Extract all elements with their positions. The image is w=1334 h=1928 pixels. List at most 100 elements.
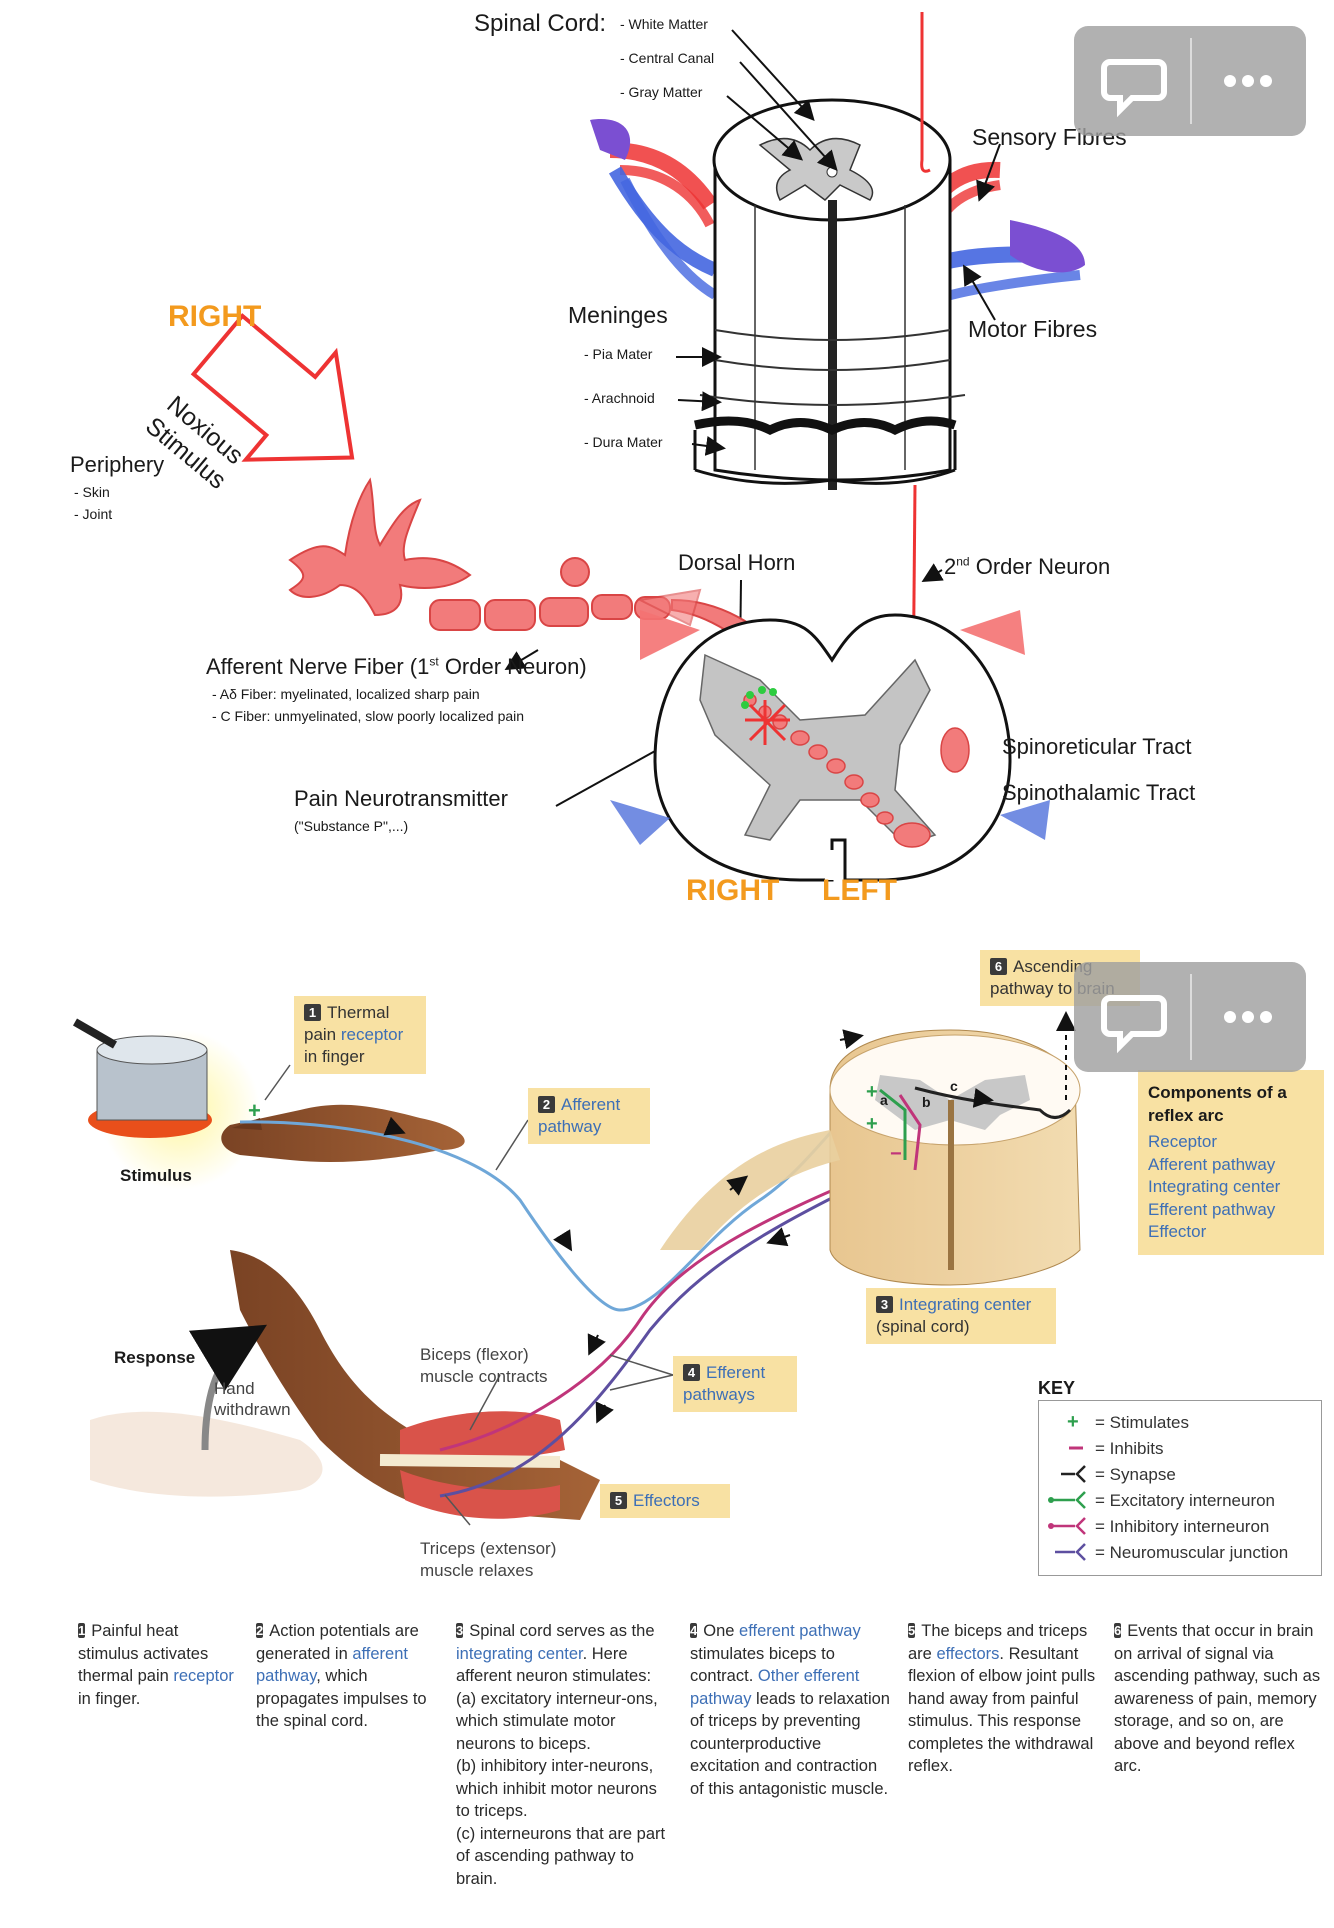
comment-icon bbox=[1101, 59, 1167, 118]
biceps-1: Biceps (flexor) bbox=[420, 1345, 529, 1364]
component-receptor: Receptor bbox=[1148, 1132, 1217, 1151]
more-icon bbox=[1224, 1011, 1272, 1023]
box1-line2a: pain bbox=[304, 1025, 341, 1044]
caption-2-text1: Action potentials are generated in bbox=[256, 1622, 419, 1663]
excitatory-interneuron-icon bbox=[1048, 1491, 1086, 1509]
second-order-prefix: 2 bbox=[944, 554, 957, 579]
spinal-cross-section bbox=[610, 610, 1050, 882]
caption-5-number: 5 bbox=[908, 1623, 916, 1638]
box1-line2b: receptor bbox=[340, 1025, 404, 1044]
periphery-skin: - Skin bbox=[74, 484, 110, 500]
afferent-fiber-label: Afferent Nerve Fiber (1st Order Neuron) bbox=[206, 654, 587, 680]
interneuron-a: a bbox=[880, 1092, 888, 1108]
caption-3-number: 3 bbox=[456, 1623, 464, 1638]
caption-4-number: 4 bbox=[690, 1623, 698, 1638]
left-label-bottom: LEFT bbox=[822, 874, 897, 907]
caption-4-text4: Other efferent pathway bbox=[690, 1667, 860, 1708]
second-order-neuron-label: 2nd Order Neuron bbox=[944, 554, 1110, 580]
box2-line2: pathway bbox=[538, 1117, 602, 1136]
caption-3-text1: Spinal cord serves as the bbox=[469, 1622, 655, 1640]
components-box: Components of a reflex arc Receptor Affe… bbox=[1138, 1070, 1324, 1255]
a-delta-fiber-label: - Aδ Fiber: myelinated, localized sharp … bbox=[212, 686, 480, 702]
caption-1-number: 1 bbox=[78, 1623, 86, 1638]
caption-4: 4 One efferent pathway stimulates biceps … bbox=[690, 1620, 890, 1800]
overlay-toolbar-bottom bbox=[1074, 962, 1306, 1072]
box1-line3: in finger bbox=[304, 1047, 365, 1066]
caption-3-c: (c) interneurons that are part of ascend… bbox=[456, 1824, 666, 1888]
interneuron-b: b bbox=[922, 1094, 931, 1110]
box2-number: 2 bbox=[538, 1096, 555, 1113]
component-integrating: Integrating center bbox=[1148, 1177, 1281, 1196]
biceps-label: Biceps (flexor) muscle contracts bbox=[420, 1344, 548, 1388]
key-title: KEY bbox=[1038, 1378, 1076, 1398]
key-inhibitory: = Inhibitory interneuron bbox=[1095, 1517, 1270, 1536]
caption-4-text5: leads to relaxation of triceps by preven… bbox=[690, 1689, 890, 1798]
toolbar-separator-2 bbox=[1190, 974, 1192, 1060]
more-button[interactable] bbox=[1190, 26, 1306, 136]
noxious-stimulus-arrow bbox=[190, 313, 355, 462]
inhibits-icon bbox=[1069, 1446, 1083, 1450]
caption-5-text2: effectors bbox=[936, 1644, 1000, 1663]
components-title-2: reflex arc bbox=[1148, 1105, 1224, 1125]
hand-withdrawn-1: Hand bbox=[214, 1379, 255, 1398]
component-efferent: Efferent pathway bbox=[1148, 1199, 1276, 1219]
arachnoid-label: - Arachnoid bbox=[584, 390, 655, 406]
caption-3-text3: . Here afferent neuron stimulates: bbox=[456, 1644, 652, 1686]
caption-6-text1: Events that occur in brain on arrival of… bbox=[1114, 1622, 1321, 1775]
component-afferent: Afferent pathway bbox=[1148, 1154, 1276, 1174]
right-label-bottom: RIGHT bbox=[686, 874, 780, 907]
afferent-suffix: Order Neuron) bbox=[438, 654, 587, 679]
spinoreticular-label: Spinoreticular Tract bbox=[1002, 734, 1192, 759]
comment-button-2[interactable] bbox=[1074, 962, 1190, 1072]
second-order-sup: nd bbox=[956, 554, 970, 569]
key-box: + = Stimulates = Inhibits = Synapse = Ex… bbox=[1038, 1400, 1322, 1576]
caption-4-text2: efferent pathway bbox=[739, 1622, 861, 1640]
gray-matter-label: - Gray Matter bbox=[620, 84, 703, 100]
caption-5-text3: . Resultant flexion of elbow joint pulls… bbox=[908, 1644, 1096, 1776]
inhibitory-interneuron-icon bbox=[1048, 1517, 1086, 1535]
box5-line1: Effectors bbox=[633, 1491, 700, 1510]
triceps-label: Triceps (extensor) muscle relaxes bbox=[420, 1538, 556, 1582]
caption-4-text3: stimulates biceps to contract. bbox=[690, 1644, 835, 1686]
c-fiber-label: - C Fiber: unmyelinated, slow poorly loc… bbox=[212, 708, 525, 724]
key-stimulates: = Stimulates bbox=[1095, 1413, 1190, 1432]
periphery-joint: - Joint bbox=[74, 506, 113, 522]
reflex-spinal-cord bbox=[660, 1029, 1081, 1286]
box6-line1: Ascending bbox=[1013, 957, 1093, 976]
pia-mater-label: - Pia Mater bbox=[584, 346, 653, 362]
toolbar-separator bbox=[1190, 38, 1192, 124]
caption-3-b: (b) inhibitory inter-neurons, which inhi… bbox=[456, 1757, 657, 1820]
box4-line2: pathways bbox=[683, 1385, 755, 1404]
caption-6-number: 6 bbox=[1114, 1623, 1122, 1638]
caption-3-a: (a) excitatory interneur-ons, which stim… bbox=[456, 1689, 658, 1753]
synapse-icon bbox=[1061, 1465, 1086, 1483]
motor-fibres-label: Motor Fibres bbox=[968, 316, 1098, 342]
more-icon bbox=[1224, 75, 1272, 87]
box6-number: 6 bbox=[990, 958, 1007, 975]
svg-text:+: + bbox=[1067, 1411, 1079, 1433]
caption-4-text1: One bbox=[703, 1622, 740, 1640]
comment-button[interactable] bbox=[1074, 26, 1190, 136]
triceps-2: muscle relaxes bbox=[420, 1561, 534, 1580]
hot-pot bbox=[73, 1018, 260, 1190]
stimulus-label: Stimulus bbox=[120, 1166, 192, 1185]
white-matter-label: - White Matter bbox=[620, 16, 708, 32]
svg-text:+: + bbox=[866, 1113, 878, 1135]
more-button-2[interactable] bbox=[1190, 962, 1306, 1072]
component-effector: Effector bbox=[1148, 1222, 1207, 1241]
overlay-toolbar-top bbox=[1074, 26, 1306, 136]
biceps-2: muscle contracts bbox=[420, 1367, 548, 1386]
pain-neurotransmitter-label: Pain Neurotransmitter bbox=[294, 786, 508, 811]
spinal-cord-segment bbox=[590, 98, 1085, 490]
caption-1-text1: Painful heat stimulus activates thermal … bbox=[78, 1622, 209, 1685]
box4-number: 4 bbox=[683, 1364, 700, 1381]
